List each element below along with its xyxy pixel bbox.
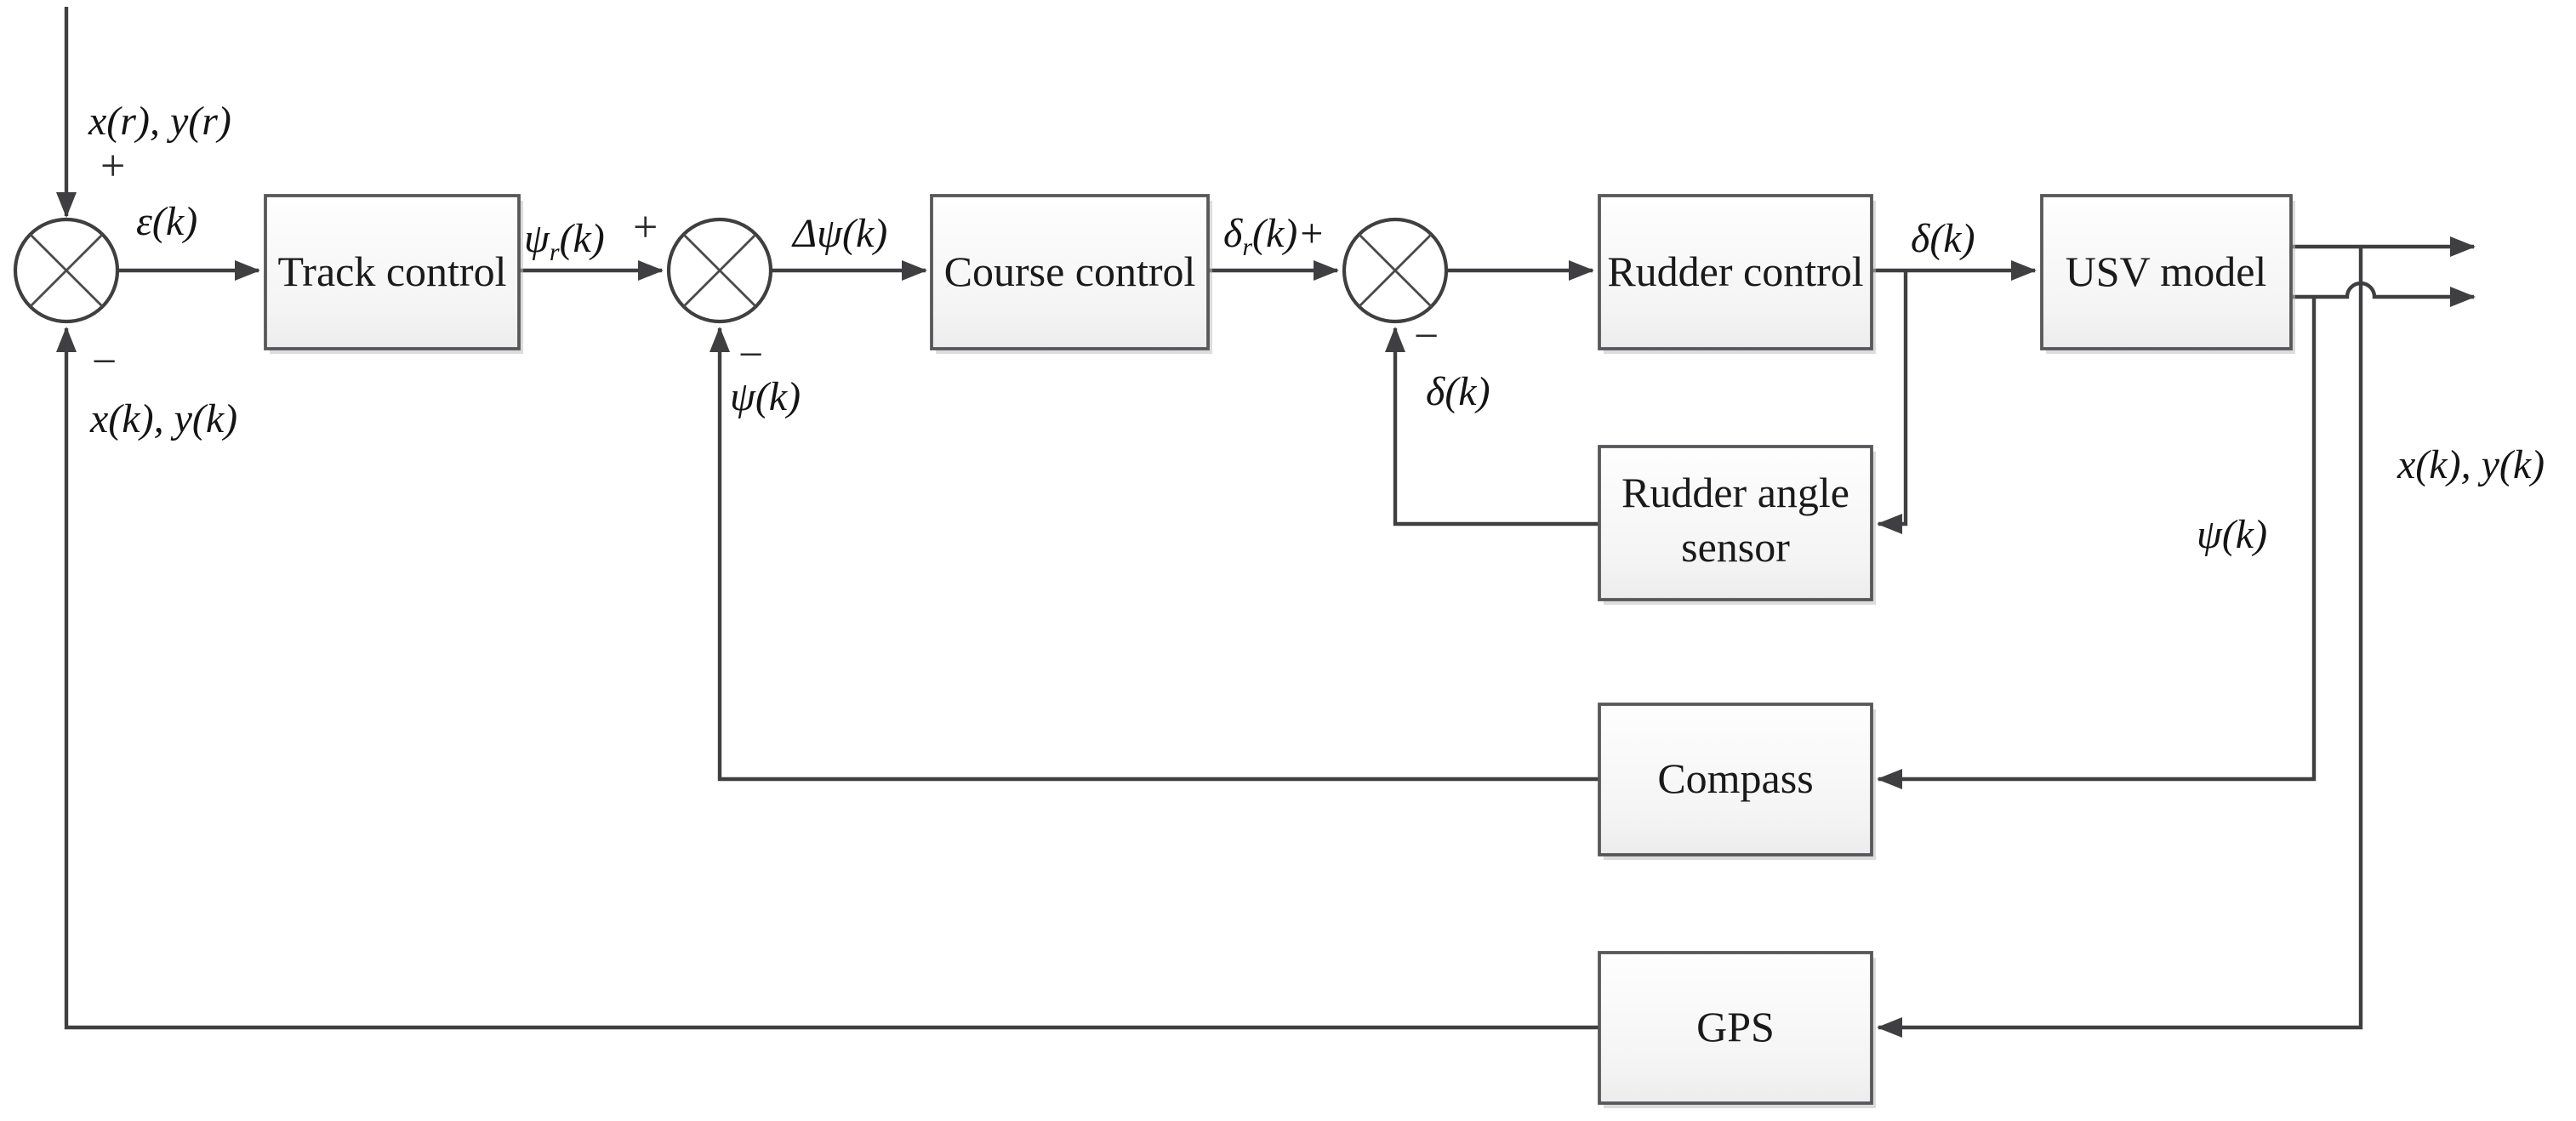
wire-heading-to-compass	[1877, 297, 2317, 789]
label-error-signal: ε(k)	[136, 199, 197, 244]
wire-compass-to-sum2	[710, 327, 1599, 782]
wire-gps-to-sum1	[56, 327, 1599, 1030]
summing-junction-position	[13, 217, 120, 324]
block-course-control: Course control	[930, 194, 1212, 354]
wire-usv-output-heading-with-hop	[2291, 281, 2476, 307]
block-rudder-angle-sensor-label-line1: Rudder angle	[1621, 469, 1849, 516]
label-heading-output: ψ(k)	[2197, 512, 2267, 557]
label-delta-output: δ(k)	[1911, 216, 1975, 261]
label-delta-r: δr(k)+	[1223, 211, 1325, 261]
block-rudder-control: Rudder control	[1598, 194, 1876, 354]
label-reference-input: x(r), y(r)	[88, 99, 231, 144]
block-course-control-label: Course control	[944, 248, 1196, 295]
block-rudder-control-label: Rudder control	[1607, 248, 1863, 295]
block-gps-label: GPS	[1696, 1003, 1775, 1050]
block-rudder-angle-sensor: Rudder angle sensor	[1598, 445, 1876, 605]
label-psi-feedback: ψ(k)	[730, 374, 801, 419]
label-sum2-plus: +	[633, 203, 658, 252]
label-delta-psi: Δψ(k)	[791, 211, 887, 256]
label-sum1-plus: +	[100, 142, 125, 191]
block-compass: Compass	[1598, 703, 1876, 860]
block-gps: GPS	[1598, 951, 1876, 1108]
wire-delta-to-rudder-angle-sensor	[1877, 270, 1908, 534]
block-track-control: Track control	[264, 194, 523, 354]
summing-junction-rudder	[1342, 217, 1449, 324]
block-usv-model-label: USV model	[2066, 248, 2267, 295]
wire-rudder-angle-sensor-to-sum3	[1385, 327, 1599, 526]
summing-junction-heading	[666, 217, 773, 324]
label-sum3-minus: −	[1414, 312, 1439, 361]
label-sum2-minus: −	[738, 331, 763, 379]
block-compass-label: Compass	[1657, 754, 1813, 802]
label-position-feedback: x(k), y(k)	[89, 396, 237, 441]
block-rudder-angle-sensor-label-line2: sensor	[1681, 523, 1790, 571]
label-position-output: x(k), y(k)	[2396, 442, 2545, 487]
block-usv-model: USV model	[2040, 194, 2295, 354]
label-sum1-minus: −	[92, 338, 117, 386]
wire-position-to-gps	[1877, 247, 2363, 1038]
block-track-control-label: Track control	[278, 248, 507, 295]
label-delta-feedback: δ(k)	[1426, 369, 1490, 414]
label-psi-r: ψr(k)	[524, 216, 605, 266]
